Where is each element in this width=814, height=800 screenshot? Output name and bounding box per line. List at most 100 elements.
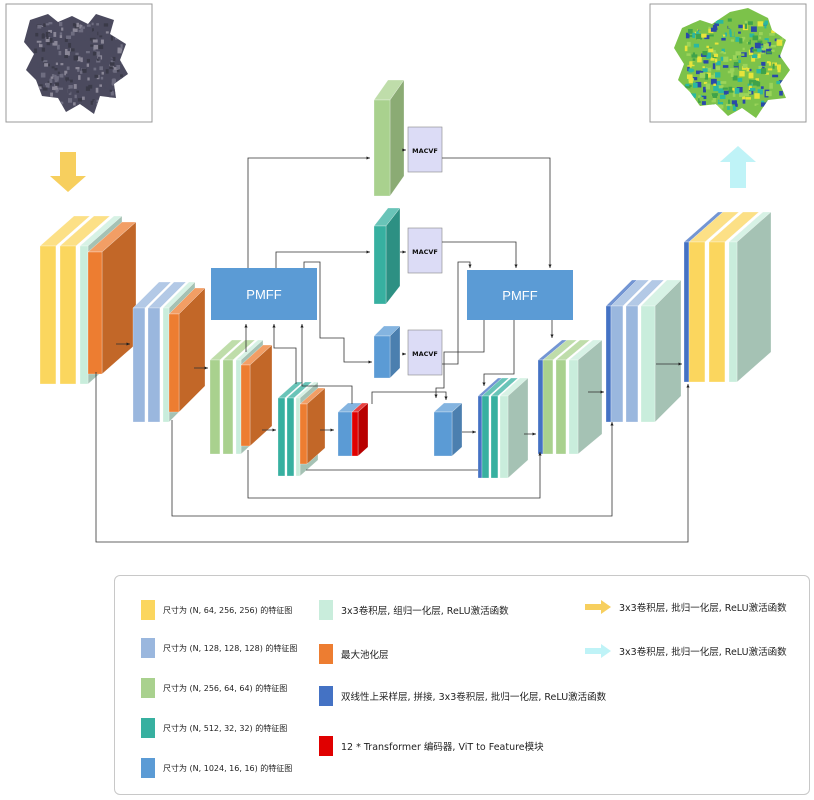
red-swatch [319,736,333,756]
input-image-texture [65,41,69,46]
output-image-texture [732,75,738,81]
output-image-texture [691,54,698,58]
input-image-texture [87,32,91,36]
output-image-texture [774,73,777,76]
decoder-level3-layer-5-front [565,359,570,455]
input-image-texture [94,74,99,78]
output-image-texture [693,82,698,88]
output-image-texture [748,87,751,90]
decoder-level2-layer-3-front [622,305,627,423]
input-image-texture [66,66,70,70]
output-image-texture [687,28,693,34]
output-image-texture [738,59,741,64]
output-image-texture [730,39,735,42]
output-image-texture [735,36,740,42]
input-image-texture [74,94,77,99]
input-image-texture [95,87,99,93]
input-image-texture [91,28,94,32]
input-image-texture [96,99,100,103]
input-image-texture [105,69,109,74]
encoder-level3-layer-2-front [219,359,224,455]
encoder-level3-layer-4-front [232,359,237,455]
decoder-level2-layer-2-front [610,305,624,423]
output-image-texture [689,62,692,65]
output-image-texture [732,105,737,111]
decoder-level3-layer-6-front [568,359,579,455]
input-image-texture [109,89,112,92]
output-image-texture [703,81,708,85]
feature-block-green-layer-1-side [389,79,405,197]
input-image-texture [63,80,67,86]
input-image-texture [38,86,42,90]
input-image-texture [117,47,123,52]
output-image-texture [772,80,779,85]
decoder-level4-layer-4-front [490,395,499,479]
input-image-texture [72,23,76,27]
input-image-texture [92,39,98,43]
input-image-texture [77,69,80,72]
output-image-texture [736,86,743,93]
output-image-texture [763,22,767,25]
decoder-level3-layer-3-front [552,359,557,455]
input-image-texture [40,72,46,78]
legend-item-mint: 3x3卷积层, 组归一化层, ReLU激活函数 [319,600,509,620]
output-image-texture [731,31,735,37]
input-image-texture [43,23,46,28]
output-image-texture [699,72,706,78]
input-image-texture [111,79,116,84]
legend-label: 3x3卷积层, 批归一化层, ReLU激活函数 [619,647,787,658]
output-image-texture [757,46,763,52]
output-image-texture [718,88,724,94]
input-image-texture [48,29,52,33]
input-image-texture [72,28,78,33]
arrow-bneck-across [371,391,448,404]
input-image-texture [55,76,59,82]
input-image-texture [58,22,63,27]
decoder-level4-layer-2-front [481,395,490,479]
output-image-texture [715,50,722,53]
input-image-texture [107,64,110,69]
output-image-texture [772,74,779,78]
output-image-texture [731,100,737,105]
output-image-texture [738,31,741,34]
output-image-texture [741,66,747,70]
input-image-texture [67,29,72,33]
output-image-texture [708,48,714,53]
output-image-texture [720,81,727,84]
input-image-texture [99,66,103,71]
input-image-texture [73,84,77,89]
input-image-texture [108,45,111,49]
output-image-texture [730,88,735,92]
output-image-texture [763,43,769,49]
input-image-texture [117,49,122,54]
input-image-texture [64,70,68,76]
yellow-swatch [141,600,155,620]
output-image-texture [690,69,695,72]
output-image-texture [722,32,727,36]
decoder-level3-layer-4-front [555,359,567,455]
decoder-level4 [477,377,529,479]
decoder-bottleneck-layer-1 [433,402,463,457]
output-image-texture [690,88,694,95]
input-image-texture [110,58,114,61]
input-image-texture [60,63,64,66]
input-image-texture [113,67,119,70]
decoder-level2-layer-5-front [637,305,642,423]
output-image-texture [749,45,752,49]
legend-item-orange: 最大池化层 [319,644,389,664]
input-image-texture [111,82,114,86]
output-image-texture [760,86,764,89]
output-image-texture [747,65,752,68]
skip-level3 [247,450,542,499]
decoder-bottleneck-layer-1-side [451,402,463,457]
output-image-texture [701,33,707,38]
encoder-level1-layer-4-front [75,245,81,385]
output-image-texture [769,33,775,36]
encoder-level4-layer-1-front [277,397,286,477]
feature-block-teal [373,207,401,305]
encoder-level3-layer-1-front [209,359,221,455]
output-image-texture [710,78,717,85]
arrow-macvf-low-pmff [442,261,472,365]
output-image-texture [713,53,719,58]
output-image-texture [692,50,697,53]
